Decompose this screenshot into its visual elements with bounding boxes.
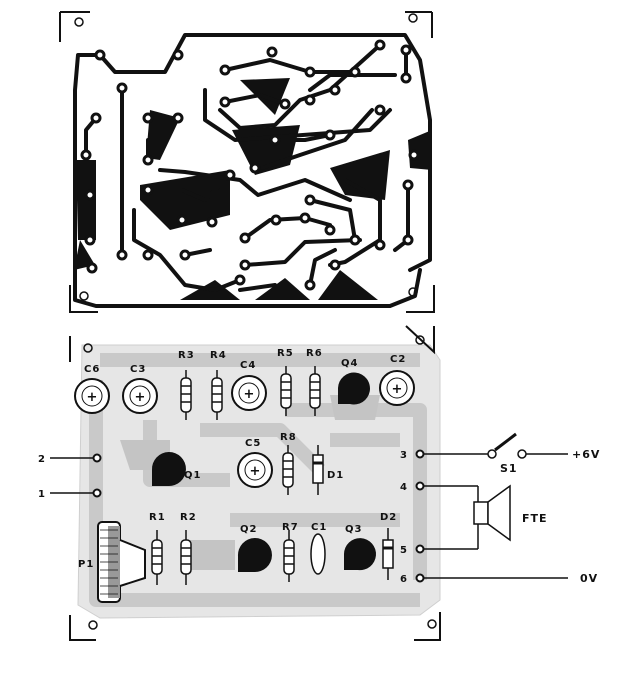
terminal-pad-4 — [415, 481, 425, 491]
transistor-q4 — [338, 372, 370, 405]
terminal-label-4: 4 — [400, 482, 408, 493]
speaker-label: FTE — [522, 512, 548, 525]
resistor-r2 — [180, 530, 192, 585]
terminal-label-2: 2 — [38, 454, 46, 465]
label-c5: C5 — [245, 438, 261, 449]
polarity-mark: + — [244, 387, 255, 402]
transistor-q3 — [344, 538, 376, 571]
external-labels: S1 +6V FTE 0V — [500, 448, 600, 585]
corner-marks-bottom — [69, 325, 441, 641]
resistor-r3 — [180, 370, 192, 420]
external-wiring — [424, 432, 568, 579]
corner-marks-top — [59, 11, 435, 313]
resistor-r7 — [283, 530, 295, 582]
polarity-mark: + — [87, 390, 98, 405]
capacitor-c1 — [310, 533, 326, 575]
label-d2: D2 — [380, 512, 397, 523]
terminal-label-3: 3 — [400, 450, 408, 461]
label-d1: D1 — [327, 470, 344, 481]
diode-d1 — [312, 445, 324, 495]
label-q3: Q3 — [345, 524, 362, 535]
label-r3: R3 — [178, 350, 195, 361]
terminal-label-6: 6 — [400, 574, 408, 585]
label-r2: R2 — [180, 512, 197, 523]
terminal-pad-1 — [92, 488, 102, 498]
label-c3: C3 — [130, 364, 146, 375]
terminal-label-1: 1 — [38, 489, 46, 500]
copper-traces — [73, 33, 432, 308]
resistors — [151, 366, 321, 585]
mounting-holes-bottom — [83, 335, 437, 630]
label-r1: R1 — [149, 512, 166, 523]
capacitor-c6 — [74, 378, 110, 414]
copper-pads — [80, 39, 420, 291]
terminal-pad-3 — [415, 449, 425, 459]
polarity-mark: + — [135, 390, 146, 405]
component-layout: + + + + + — [38, 325, 441, 641]
terminal-leaders — [50, 457, 93, 494]
switch-label: S1 — [500, 462, 518, 475]
resistor-r1 — [151, 530, 163, 585]
potentiometer-p1 — [97, 521, 146, 603]
label-q4: Q4 — [341, 358, 358, 369]
terminal-pad-6 — [415, 573, 425, 583]
terminal-pad-2 — [92, 453, 102, 463]
label-r5: R5 — [277, 348, 294, 359]
resistor-r8 — [282, 445, 294, 495]
polarity-mark: + — [250, 464, 261, 479]
capacitor-c3 — [122, 378, 158, 414]
resistor-r4 — [211, 370, 223, 420]
switch-s1 — [424, 432, 568, 459]
label-c6: C6 — [84, 364, 100, 375]
capacitor-c5 — [237, 452, 273, 488]
label-q2: Q2 — [240, 524, 257, 535]
label-r4: R4 — [210, 350, 227, 361]
ground-label: 0V — [580, 572, 598, 585]
label-r8: R8 — [280, 432, 297, 443]
component-labels: C6 C3 R3 R4 C4 R5 R6 Q4 C2 R8 C5 Q1 D1 R… — [78, 348, 406, 570]
transistors — [151, 372, 376, 573]
copper-layout — [59, 11, 435, 313]
resistor-r6 — [309, 366, 321, 416]
label-p1: P1 — [78, 559, 94, 570]
speaker-fte — [424, 484, 511, 550]
diodes — [312, 445, 394, 580]
capacitor-c4 — [231, 375, 267, 411]
label-c4: C4 — [240, 360, 256, 371]
terminal-pad-5 — [415, 544, 425, 554]
terminal-labels: 2 1 3 4 5 6 — [38, 450, 408, 585]
label-c2: C2 — [390, 354, 406, 365]
terminal-pads — [92, 449, 425, 583]
terminal-label-5: 5 — [400, 545, 408, 556]
polarity-marks: + + + + + — [87, 382, 403, 479]
label-r6: R6 — [306, 348, 323, 359]
supply-label: +6V — [572, 448, 600, 461]
transistor-q1 — [151, 452, 186, 487]
label-r7: R7 — [282, 522, 299, 533]
resistor-r5 — [280, 366, 292, 416]
diode-d2 — [382, 528, 394, 580]
transistor-q2 — [237, 538, 272, 573]
label-q1: Q1 — [184, 470, 201, 481]
label-c1: C1 — [311, 522, 327, 533]
capacitor-c2 — [379, 370, 415, 406]
electrolytic-capacitors — [74, 370, 415, 488]
polarity-mark: + — [392, 382, 403, 397]
